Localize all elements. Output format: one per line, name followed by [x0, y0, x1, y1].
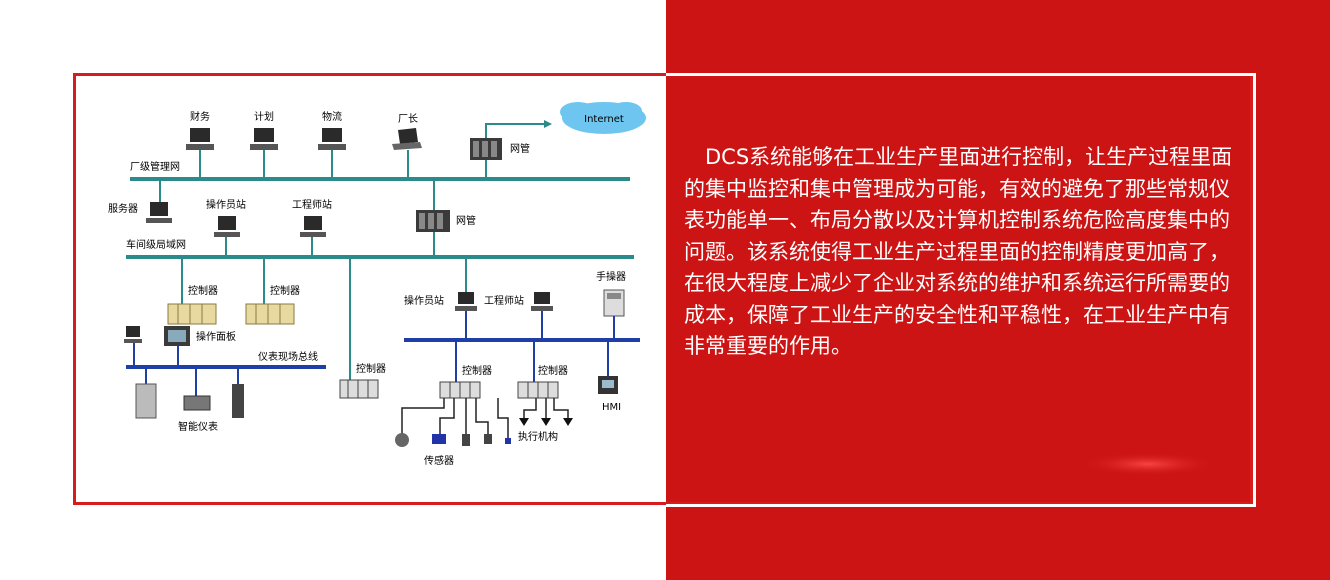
dcs-network-diagram: Internet 厂级管理网 车间级局域网 仪表现场总线 财务 计划 物流 厂长… [108, 102, 646, 467]
operator-panel-label: 操作面板 [196, 330, 236, 343]
svg-text:厂长: 厂长 [398, 113, 418, 125]
hmi-icon: HMI [598, 342, 621, 413]
actuators-icon: 执行机构 [518, 398, 573, 443]
operator-station-1-icon: 操作员站 [206, 198, 246, 255]
inner-white-frame [666, 73, 1256, 507]
left-panel [0, 0, 666, 580]
description-panel: DCS系统能够在工业生产里面进行控制，让生产过程里面的集中监控和集中管理成为可能… [684, 142, 1250, 363]
smart-instrument-3-icon [232, 369, 244, 418]
handheld-icon: 手操器 [596, 270, 626, 338]
server-label: 服务器 [108, 202, 138, 215]
gateway-mid-icon: 网管 [416, 181, 476, 255]
fieldbus-label: 仪表现场总线 [258, 350, 318, 363]
gateway-mid-label: 网管 [456, 214, 476, 227]
svg-text:手操器: 手操器 [596, 270, 626, 283]
logistics-pc-icon: 物流 [318, 110, 346, 177]
smart-instrument-2-icon [183, 369, 211, 411]
controller-5-icon: 控制器 [517, 342, 568, 399]
svg-text:控制器: 控制器 [538, 364, 568, 377]
svg-text:物流: 物流 [322, 110, 342, 123]
description-text: DCS系统能够在工业生产里面进行控制，让生产过程里面的集中监控和集中管理成为可能… [684, 145, 1233, 358]
operator-station-2-icon: 操作员站 [404, 259, 477, 338]
smart-instrument-label: 智能仪表 [178, 420, 218, 433]
right-control-bus [404, 338, 640, 342]
engineer-station-2-icon: 工程师站 [484, 292, 553, 338]
workshop-network-label: 车间级局域网 [126, 238, 186, 251]
outer-frame [73, 73, 1253, 505]
sensors-icon: 传感器 [395, 398, 511, 467]
svg-text:财务: 财务 [190, 110, 210, 123]
operator-panel-icon: 操作面板 [164, 326, 236, 365]
internet-label: Internet [584, 114, 624, 125]
workshop-network-bus [126, 255, 634, 259]
internet-cloud: Internet [560, 102, 646, 134]
director-laptop-icon: 厂长 [392, 113, 422, 177]
engineer-station-1-icon: 工程师站 [292, 198, 332, 255]
hmi-label: HMI [602, 402, 621, 413]
controller-3-icon: 控制器 [339, 259, 386, 399]
field-pc-icon [124, 326, 142, 365]
svg-text:控制器: 控制器 [188, 284, 218, 297]
sensor-label: 传感器 [424, 454, 454, 467]
controller-2-icon: 控制器 [245, 259, 300, 325]
controller-4-icon: 控制器 [439, 342, 492, 399]
svg-text:计划: 计划 [254, 110, 274, 123]
gateway-top-label: 网管 [510, 142, 530, 155]
finance-pc-icon: 财务 [186, 110, 214, 177]
svg-text:控制器: 控制器 [356, 362, 386, 375]
plant-network-label: 厂级管理网 [130, 160, 180, 173]
svg-text:工程师站: 工程师站 [292, 198, 332, 211]
plant-network-bus [130, 177, 630, 181]
svg-text:操作员站: 操作员站 [404, 294, 444, 307]
decorative-glow [1078, 452, 1218, 476]
svg-text:操作员站: 操作员站 [206, 198, 246, 211]
svg-text:工程师站: 工程师站 [484, 294, 524, 307]
right-panel [666, 0, 1330, 580]
svg-text:控制器: 控制器 [270, 284, 300, 297]
server-pc-icon: 服务器 [108, 181, 172, 223]
gateway-top-icon: 网管 [470, 138, 530, 177]
smart-instrument-1-icon [135, 369, 157, 419]
planning-pc-icon: 计划 [250, 110, 278, 177]
actuator-label: 执行机构 [518, 430, 558, 443]
fieldbus [126, 365, 326, 369]
svg-text:控制器: 控制器 [462, 364, 492, 377]
controller-1-icon: 控制器 [167, 259, 218, 325]
